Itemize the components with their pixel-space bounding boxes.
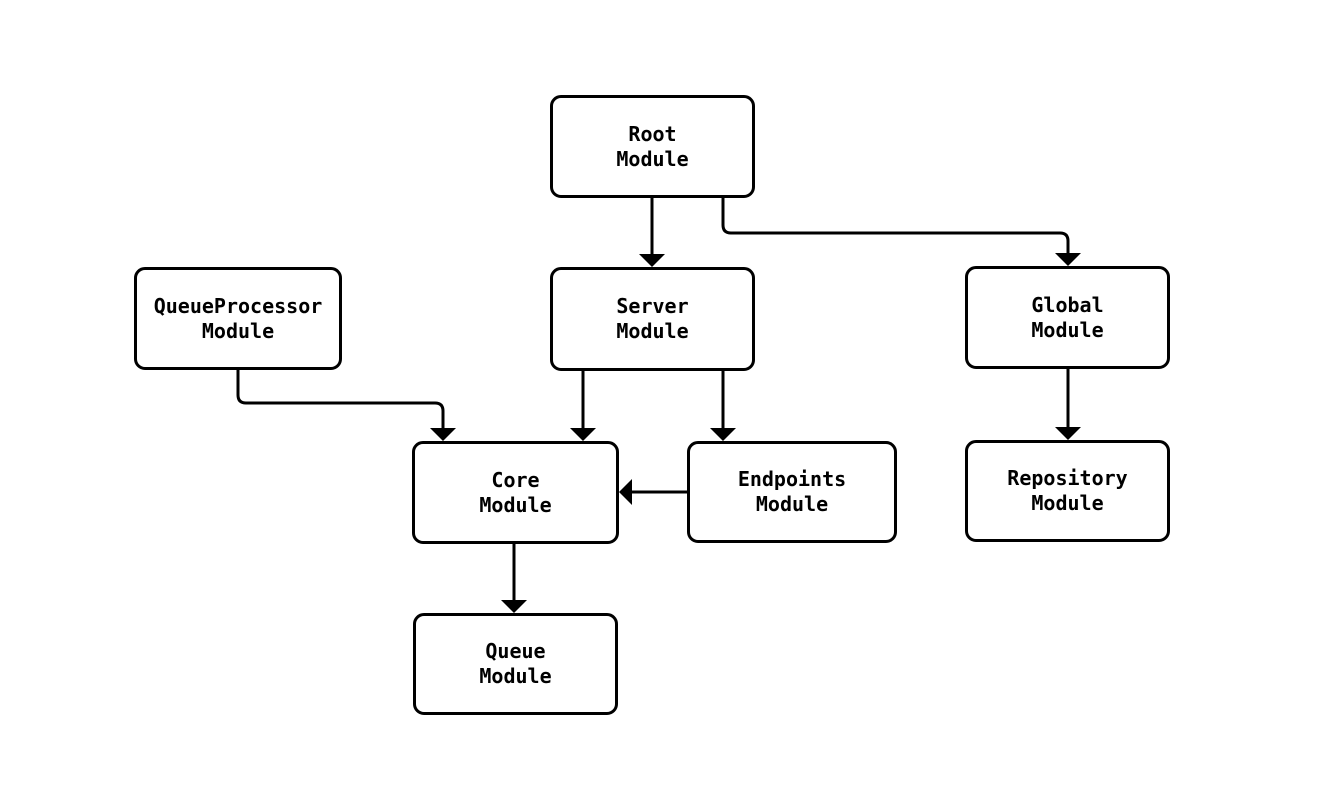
node-queue-module: Queue Module bbox=[413, 613, 618, 715]
arrowhead-server-to-endpoints bbox=[710, 428, 736, 441]
node-repository-module: Repository Module bbox=[965, 440, 1170, 542]
node-core-module: Core Module bbox=[412, 441, 619, 544]
node-queue-module-label: Queue Module bbox=[479, 639, 552, 688]
node-root-module-label: Root Module bbox=[616, 121, 689, 171]
node-global-module: Global Module bbox=[965, 266, 1170, 369]
node-endpoints-module: Endpoints Module bbox=[687, 441, 897, 543]
node-endpoints-module-label: Endpoints Module bbox=[737, 467, 847, 516]
node-server-module: Server Module bbox=[550, 267, 755, 371]
arrowhead-root-to-server bbox=[639, 254, 665, 267]
arrowhead-endpoints-to-core bbox=[619, 479, 632, 505]
node-repository-module-label: Repository Module bbox=[1007, 466, 1128, 515]
node-queueprocessor-module: QueueProcessor Module bbox=[134, 267, 342, 370]
node-queueprocessor-module-label: QueueProcessor Module bbox=[153, 293, 323, 343]
edge-root-to-global bbox=[721, 198, 1070, 253]
arrowhead-core-to-queue bbox=[501, 600, 527, 613]
arrowhead-global-to-repository bbox=[1055, 427, 1081, 440]
edge-queueprocessor-to-core bbox=[236, 370, 445, 428]
node-server-module-label: Server Module bbox=[616, 294, 689, 343]
arrowhead-server-to-core bbox=[570, 428, 596, 441]
node-core-module-label: Core Module bbox=[479, 467, 552, 517]
arrowhead-root-to-global bbox=[1055, 253, 1081, 266]
node-root-module: Root Module bbox=[550, 95, 755, 198]
arrowhead-queueprocessor-to-core bbox=[430, 428, 456, 441]
node-global-module-label: Global Module bbox=[1031, 292, 1104, 342]
